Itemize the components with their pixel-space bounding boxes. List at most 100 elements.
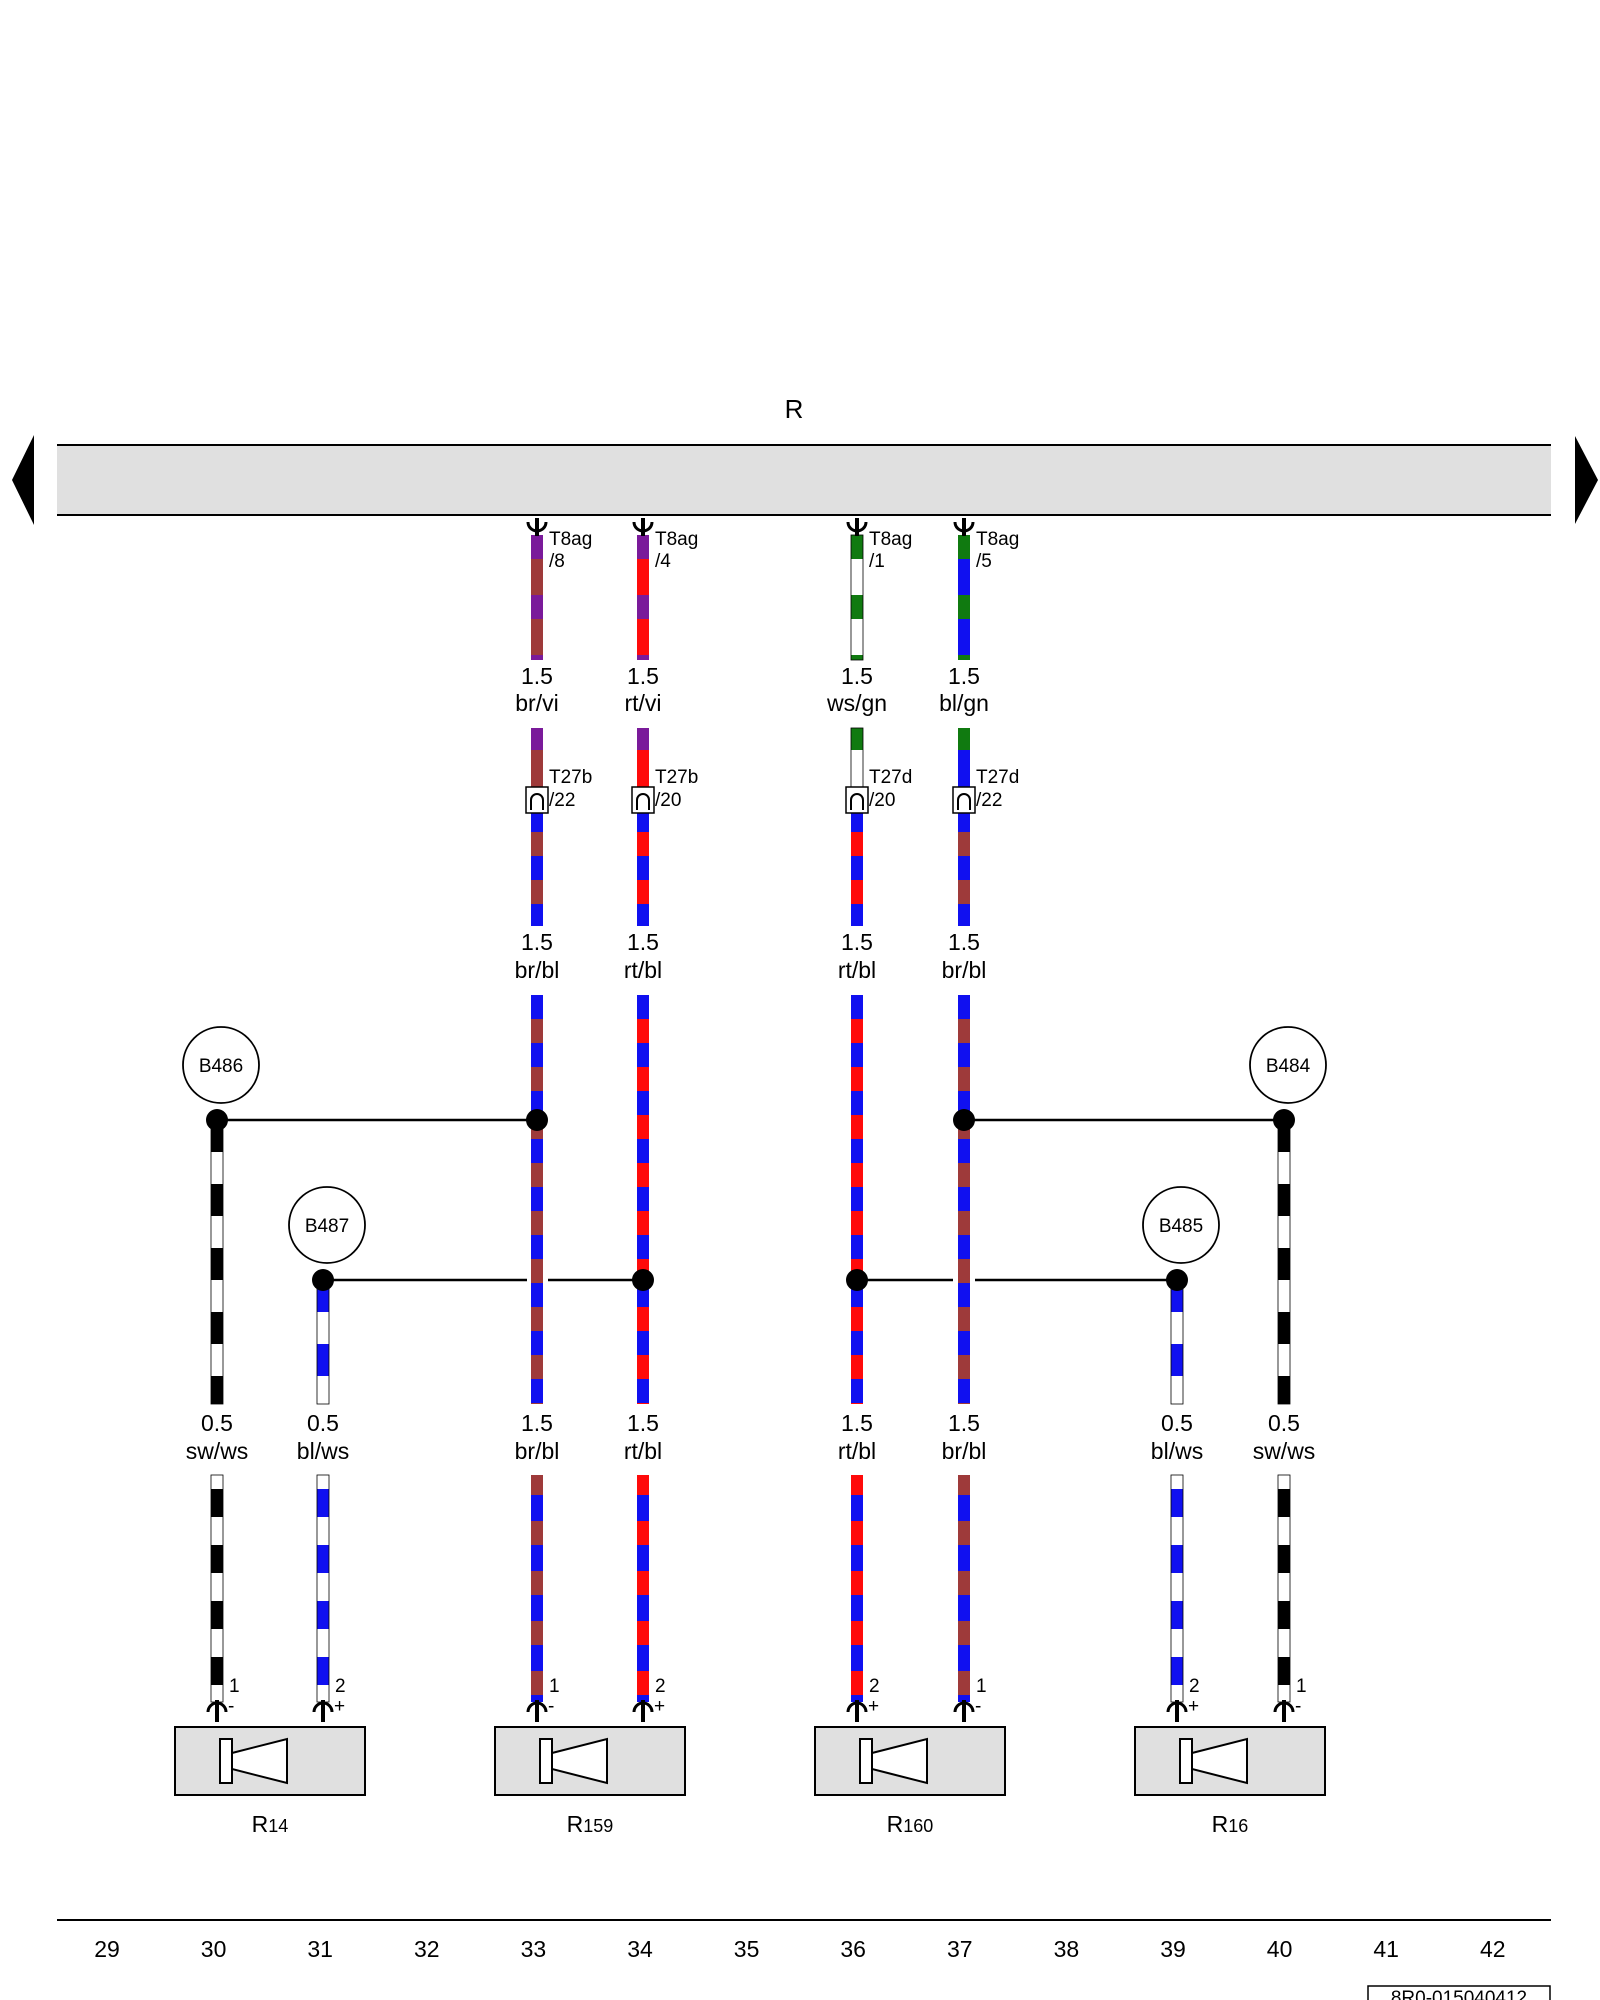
speaker-label-main: R — [252, 1811, 269, 1837]
splice-label: B485 — [1159, 1216, 1203, 1237]
wire-stripe — [851, 535, 863, 559]
wire-stripe — [851, 1331, 863, 1355]
wire-stripe — [637, 1331, 649, 1355]
wire-stripe — [317, 1657, 329, 1685]
wire-stripe — [211, 1601, 223, 1629]
wire-stripe — [637, 1545, 649, 1571]
wire-mid-bottom-3 — [851, 790, 863, 926]
wire-bottom-1 — [210, 1474, 224, 1703]
wire-stripe — [851, 1043, 863, 1067]
grid-number: 38 — [1054, 1936, 1080, 1962]
connector-label: T8ag — [869, 529, 912, 550]
wire-top-4 — [958, 535, 970, 660]
wire-stripe — [958, 595, 970, 619]
wire-stripe — [317, 1489, 329, 1517]
splice-label: B487 — [305, 1216, 349, 1237]
wire-stripe — [317, 1545, 329, 1573]
wire-gauge-label: 1.5 — [521, 1410, 553, 1436]
wire-gauge-label: 1.5 — [627, 1410, 659, 1436]
wire-mid-bottom-2 — [637, 790, 649, 926]
wire-stripe — [958, 1495, 970, 1521]
connector-pin-label: /1 — [869, 551, 885, 572]
wire-stripe — [958, 995, 970, 1019]
splice-dot — [1273, 1109, 1295, 1131]
wire-gauge-label: 1.5 — [627, 663, 659, 689]
wire-stripe — [637, 1495, 649, 1521]
connector-box-icon — [525, 786, 549, 814]
splice-label-circle — [182, 1026, 260, 1104]
wire-bottom-6 — [958, 1475, 970, 1702]
wire-stripe — [637, 595, 649, 619]
wire-stripe — [851, 1595, 863, 1621]
wire-stripe — [637, 655, 649, 660]
wire-color-label: rt/bl — [838, 957, 876, 983]
continue-right-arrow-icon — [1575, 436, 1598, 524]
connector-socket-icon — [850, 793, 864, 810]
grid-number: 31 — [307, 1936, 333, 1962]
wire-stripe — [531, 1495, 543, 1521]
component-r-label: R — [785, 394, 804, 424]
wire-stripe — [637, 1595, 649, 1621]
wire-gauge-label: 1.5 — [948, 663, 980, 689]
speaker-label: R159 — [567, 1811, 614, 1837]
wire-mid-top-3 — [850, 727, 864, 791]
wire-gauge-label: 1.5 — [841, 929, 873, 955]
splice-label-circle — [1142, 1186, 1220, 1264]
speaker-label-sub: 16 — [1228, 1816, 1248, 1836]
wire-color-label: rt/vi — [624, 690, 661, 716]
wire-bottom-5 — [851, 1475, 863, 1702]
speaker-label-main: R — [1212, 1811, 1229, 1837]
pin-number-label: 1 — [229, 1676, 240, 1697]
wire-stripe — [531, 535, 543, 559]
wire-stripe — [211, 1489, 223, 1517]
connector-label: T8ag — [549, 529, 592, 550]
wire-gauge-label: 1.5 — [948, 1410, 980, 1436]
connector-box-icon — [952, 786, 976, 814]
wire-bottom-2 — [316, 1474, 330, 1703]
wire-long-3 — [851, 995, 863, 1404]
wire-stripe — [958, 1187, 970, 1211]
splice-dot — [632, 1269, 654, 1291]
wire-stripe — [851, 728, 863, 750]
speaker-label-main: R — [887, 1811, 904, 1837]
connector-pin-label: /5 — [976, 551, 992, 572]
wire-color-label: sw/ws — [186, 1438, 249, 1464]
wire-stripe — [851, 595, 863, 619]
wire-stripe — [851, 1091, 863, 1115]
speaker-cone-icon — [871, 1737, 928, 1785]
wire-gauge-label: 0.5 — [201, 1410, 233, 1436]
grid-number: 40 — [1267, 1936, 1293, 1962]
polarity-label: + — [334, 1696, 345, 1717]
speaker-label: R160 — [887, 1811, 934, 1837]
splice-label-circle — [288, 1186, 366, 1264]
wire-color-label: br/bl — [515, 957, 560, 983]
wire-mid-top-1 — [531, 728, 543, 790]
wire-stripe — [637, 1645, 649, 1671]
speaker-icon — [539, 1738, 553, 1784]
speaker-label-sub: 159 — [583, 1816, 613, 1836]
splice-dot — [526, 1109, 548, 1131]
connector-pin-label: /22 — [549, 790, 575, 811]
splice-dot — [206, 1109, 228, 1131]
wire-stripe — [637, 808, 649, 832]
polarity-label: + — [868, 1696, 879, 1717]
speaker-icon — [1179, 1738, 1193, 1784]
wire-long-1 — [531, 995, 543, 1404]
wire-stripe — [211, 1184, 223, 1216]
wire-stripe — [531, 1379, 543, 1403]
wire-stripe — [637, 1139, 649, 1163]
pin-number-label: 2 — [335, 1676, 346, 1697]
grid-number: 36 — [840, 1936, 866, 1962]
wire-color-label: bl/ws — [297, 1438, 349, 1464]
polarity-label: + — [654, 1696, 665, 1717]
polarity-label: + — [1188, 1696, 1199, 1717]
wire-mid-top-2 — [637, 728, 649, 790]
grid-number: 34 — [627, 1936, 653, 1962]
wire-stripe — [637, 535, 649, 559]
wire-stripe — [958, 856, 970, 880]
connector-socket-icon — [636, 793, 650, 810]
wire-stripe — [531, 1283, 543, 1307]
wire-stripe — [851, 1645, 863, 1671]
grid-number: 32 — [414, 1936, 440, 1962]
wire-bottom-3 — [531, 1475, 543, 1702]
